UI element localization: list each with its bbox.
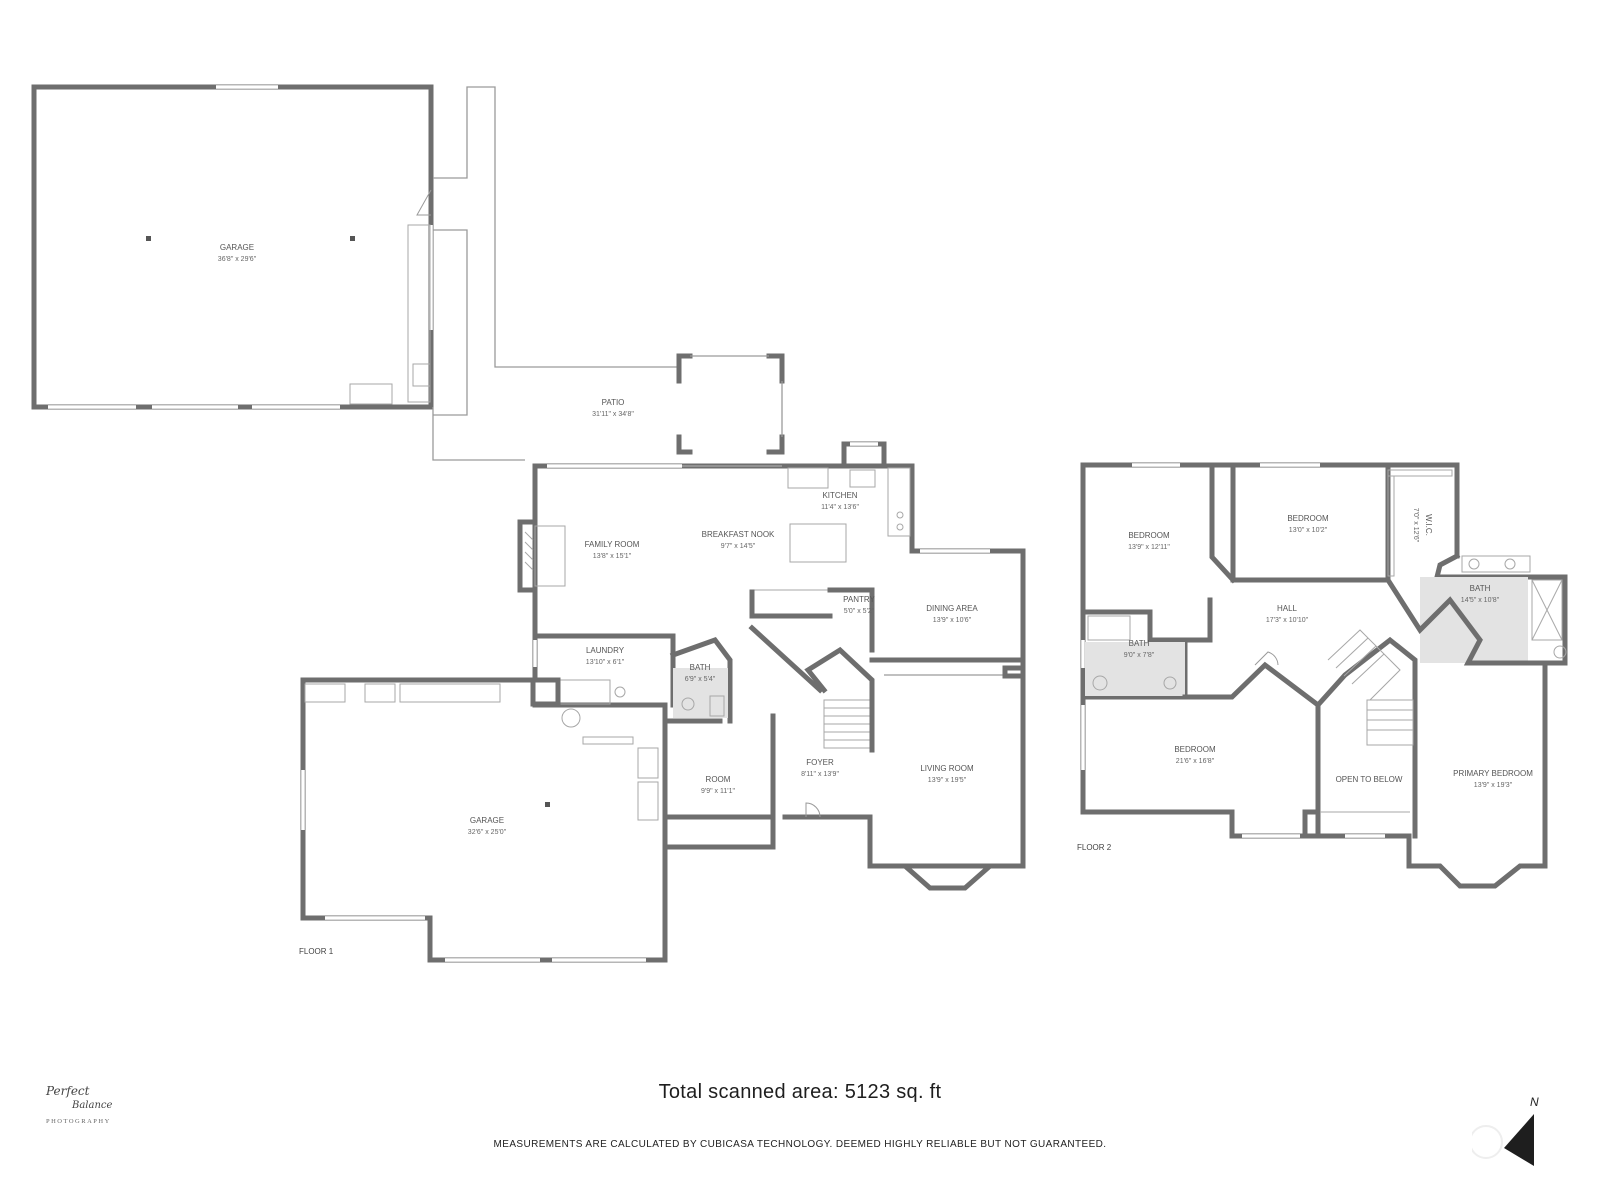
dining-area-dims: 13'9" x 10'6" [933, 617, 972, 624]
patio-outline [432, 86, 785, 461]
open-to-below-name: OPEN TO BELOW [1336, 775, 1403, 784]
bath-f2-name: BATH [1129, 639, 1150, 648]
compass-label: N [1530, 1095, 1539, 1109]
bath-primary-name: BATH [1470, 584, 1491, 593]
family-room-name: FAMILY ROOM [585, 540, 640, 549]
compass-icon: N [1469, 1095, 1539, 1166]
bedroom-c-name: BEDROOM [1174, 745, 1216, 754]
floor-2-plan [1080, 462, 1568, 889]
garage-detached-dims: 36'8" x 29'6" [218, 256, 257, 263]
bath-f2-dims: 9'0" x 7'8" [1124, 652, 1155, 659]
primary-bedroom-dims: 13'9" x 19'3" [1474, 782, 1513, 789]
living-room-name: LIVING ROOM [920, 764, 974, 773]
patio-dims: 31'11" x 34'8" [592, 411, 634, 418]
disclaimer: MEASUREMENTS ARE CALCULATED BY CUBICASA … [493, 1139, 1107, 1150]
attached-garage [300, 677, 668, 963]
compass: N [1469, 1088, 1544, 1168]
bath-primary-dims: 14'5" x 10'8" [1461, 597, 1500, 604]
bedroom-b-dims: 13'0" x 10'2" [1289, 527, 1328, 534]
logo-line-1: Perfect [46, 1084, 90, 1098]
logo-line-2: Balance [72, 1100, 113, 1111]
floor-1-label: FLOOR 1 [299, 947, 334, 956]
laundry-dims: 13'10" x 6'1" [586, 659, 625, 666]
kitchen-dims: 11'4" x 13'6" [821, 504, 859, 511]
total-area: Total scanned area: 5123 sq. ft [658, 1081, 942, 1103]
foyer-dims: 8'11" x 13'9" [801, 771, 839, 778]
dining-area-name: DINING AREA [926, 604, 978, 613]
primary-bedroom-name: PRIMARY BEDROOM [1453, 769, 1533, 778]
kitchen-name: KITCHEN [822, 491, 857, 500]
foyer-name: FOYER [806, 758, 834, 767]
wic-name: W.I.C. [1424, 514, 1433, 536]
bedroom-b-name: BEDROOM [1287, 514, 1329, 523]
wic-dims: 7'0" x 12'6" [1412, 508, 1419, 543]
pantry-dims: 5'0" x 5'2" [844, 608, 875, 615]
hall-dims: 17'3" x 10'10" [1266, 617, 1309, 624]
garage-detached-name: GARAGE [220, 243, 254, 252]
laundry-name: LAUNDRY [586, 646, 625, 655]
room-dims: 9'9" x 11'1" [701, 788, 735, 795]
room-name: ROOM [706, 775, 731, 784]
hall-name: HALL [1277, 604, 1298, 613]
bedroom-a-dims: 13'9" x 12'11" [1128, 544, 1170, 551]
bedroom-c-dims: 21'6" x 16'8" [1176, 758, 1215, 765]
logo-line-3: PHOTOGRAPHY [46, 1118, 111, 1125]
bath-f1-dims: 6'9" x 5'4" [685, 676, 716, 683]
patio-name: PATIO [602, 398, 625, 407]
living-room-dims: 13'9" x 19'5" [928, 777, 967, 784]
pantry-name: PANTRY [843, 595, 875, 604]
breakfast-nook-name: BREAKFAST NOOK [702, 530, 775, 539]
bath-f1-name: BATH [690, 663, 711, 672]
breakfast-nook-dims: 9'7" x 14'5" [721, 543, 756, 550]
photographer-logo: Perfect Balance PHOTOGRAPHY [42, 1084, 142, 1134]
garage-attached-dims: 32'6" x 25'0" [468, 829, 507, 836]
room-labels: GARAGE 36'8" x 29'6" PATIO 31'11" x 34'8… [218, 243, 1533, 956]
garage-attached-name: GARAGE [470, 816, 504, 825]
bedroom-a-name: BEDROOM [1128, 531, 1170, 540]
detached-garage [31, 84, 434, 410]
floor-1-plan [517, 441, 1026, 891]
family-room-dims: 13'8" x 15'1" [593, 553, 632, 560]
floor-2-label: FLOOR 2 [1077, 843, 1112, 852]
